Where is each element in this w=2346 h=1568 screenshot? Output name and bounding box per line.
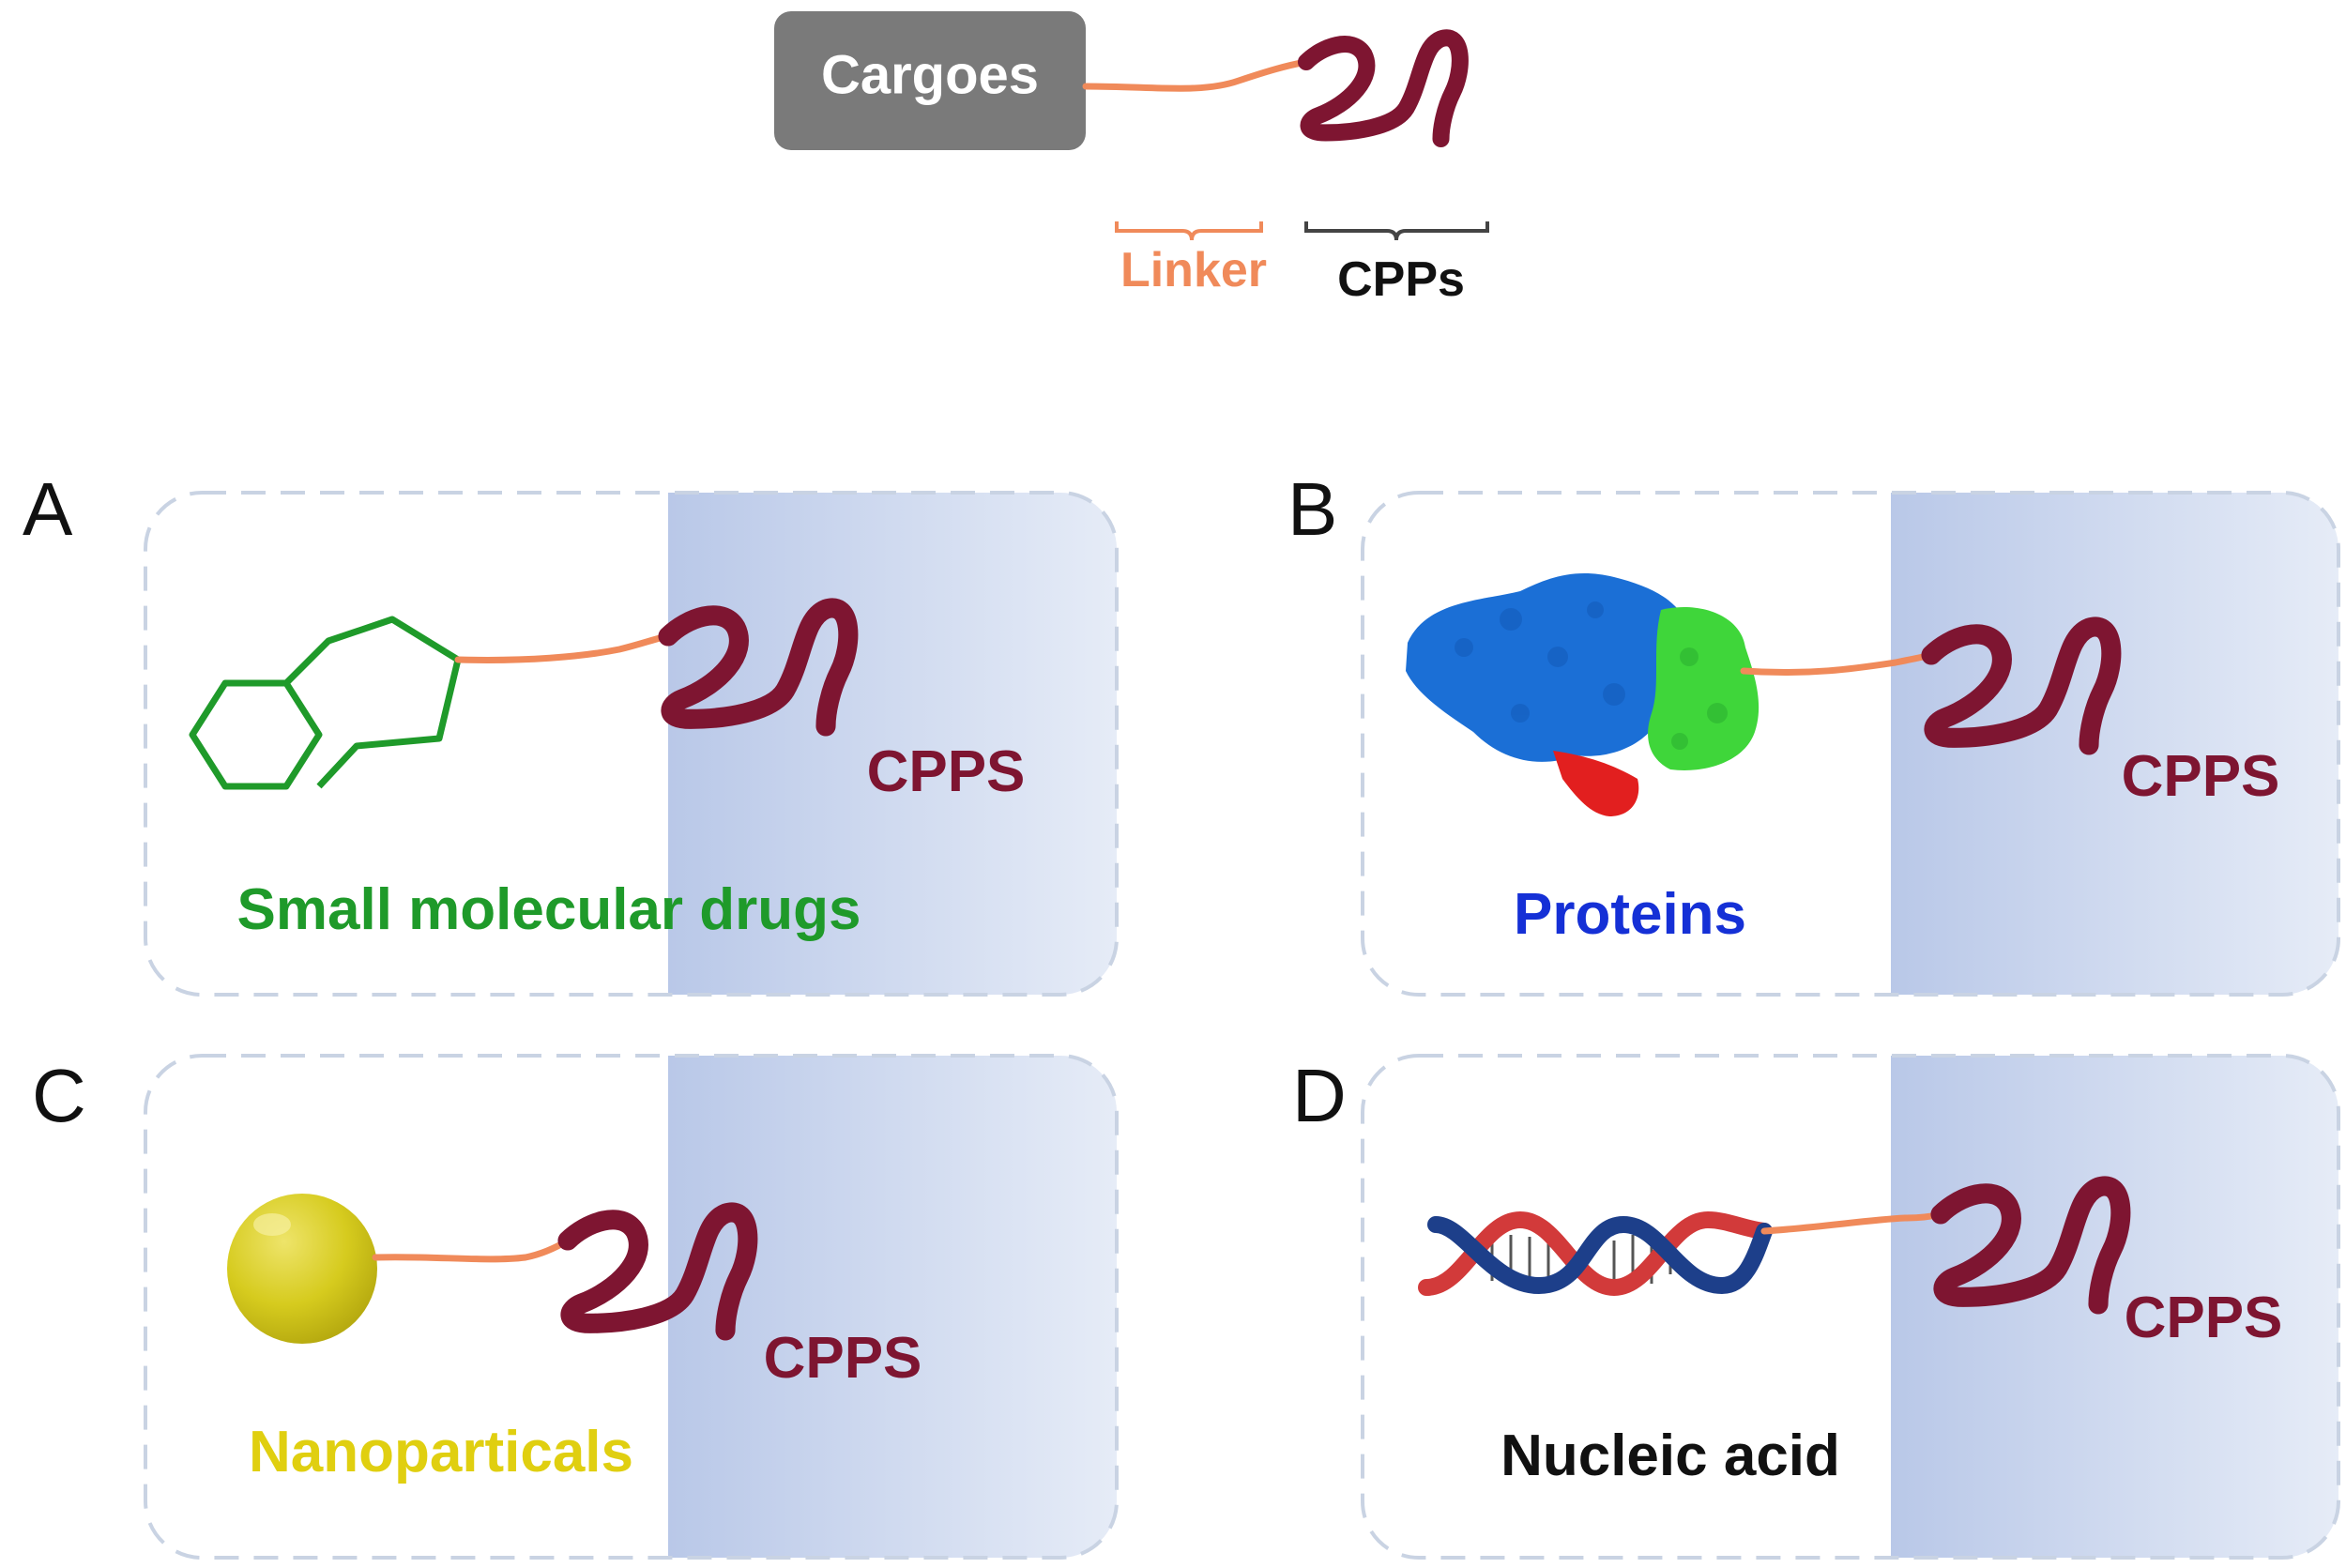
cargo-label: Nucleic acid	[1501, 1423, 1840, 1488]
panel-letter: D	[1292, 1054, 1347, 1137]
linker-line	[1760, 1210, 1944, 1235]
cpp-label: CPPS	[2122, 744, 2280, 809]
panel-letter: B	[1287, 467, 1337, 551]
panel-border	[1361, 1054, 2340, 1560]
linker-line	[1082, 58, 1310, 92]
linker-label: Linker	[1120, 243, 1267, 297]
linker-brace	[1115, 221, 1263, 241]
cpps-label: CPPs	[1337, 252, 1465, 307]
cargo-label: Proteins	[1514, 882, 1746, 947]
linker-line	[372, 1237, 571, 1263]
cpps-brace	[1304, 221, 1489, 241]
dna-helix-icon	[1418, 1210, 1773, 1297]
cpp-peptide-icon	[1306, 38, 1460, 139]
panel-border	[144, 1054, 1119, 1560]
cargo-label: Nanoparticals	[249, 1420, 633, 1484]
panel-border	[144, 491, 1119, 997]
cpp-label: CPPS	[2125, 1286, 2283, 1350]
small-molecule-icon	[189, 616, 462, 790]
panel-letter: A	[23, 467, 73, 551]
panel-d: D CPPS Nucleic acid	[1292, 1054, 2340, 1560]
cargo-label: Small molecular drugs	[237, 877, 861, 942]
nanoparticle-highlight	[253, 1213, 291, 1236]
protein-icon	[1406, 572, 1760, 816]
linker-line	[454, 632, 672, 663]
cpp-label: CPPS	[764, 1326, 922, 1391]
panel-letter: C	[32, 1054, 86, 1137]
cargo-label: Cargoes	[821, 44, 1039, 105]
header-schematic: Cargoes Linker CPPs	[774, 11, 1489, 307]
panel-a: A CPPS Small molecular drugs	[23, 467, 1119, 997]
membrane-shade	[668, 493, 1117, 995]
cpp-label: CPPS	[867, 739, 1026, 804]
panel-border	[1361, 491, 2340, 997]
cargo-box	[774, 11, 1086, 150]
linker-line	[1740, 651, 1935, 677]
nanoparticle-icon	[227, 1194, 377, 1344]
membrane-shade	[668, 1056, 1117, 1558]
panel-b: B CPPS Proteins	[1287, 467, 2340, 997]
panel-c: C CPPS Nanoparticals	[32, 1054, 1119, 1560]
